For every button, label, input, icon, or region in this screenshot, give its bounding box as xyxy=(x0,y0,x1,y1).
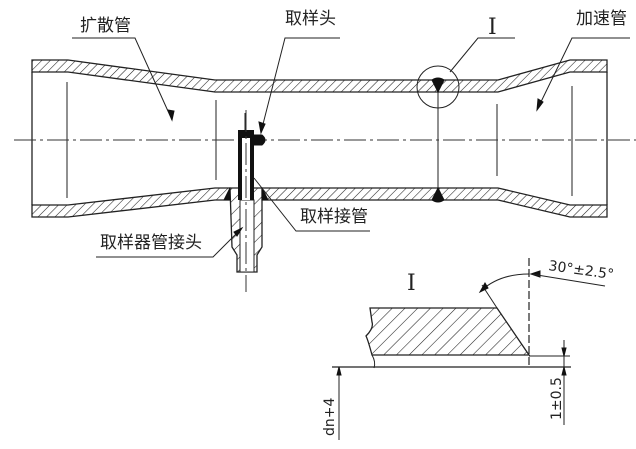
detail-view: I 30°±2.5° 1±0.5 dn+4 xyxy=(322,258,615,440)
weld-bead-bottom xyxy=(431,186,445,203)
top-wall xyxy=(31,59,608,93)
annotations: 扩散管 取样头 I 加速管 取样接管 取样器管接头 xyxy=(72,9,630,258)
arrow-sampler-fitting xyxy=(233,226,244,237)
label-diffuser: 扩散管 xyxy=(80,16,131,36)
angle-leader xyxy=(530,273,606,287)
weld-bead-top xyxy=(431,77,445,94)
fitting-weld-left xyxy=(223,187,231,201)
pipe-body xyxy=(14,59,636,218)
bottom-wall-left xyxy=(31,187,231,218)
diameter-dimension: dn+4 xyxy=(322,398,338,436)
label-sampling-head: 取样头 xyxy=(285,9,336,29)
dn-arrow xyxy=(336,366,342,376)
leader-accelerator xyxy=(537,37,630,109)
detail-title: I xyxy=(407,271,416,296)
label-sampler-fitting: 取样器管接头 xyxy=(100,233,202,253)
arrow-sampling-head xyxy=(258,121,266,135)
angle-arc xyxy=(481,273,530,291)
sampling-assembly xyxy=(223,110,269,292)
leader-detail xyxy=(449,37,515,73)
angle-arrow-left xyxy=(478,282,489,294)
label-sampling-pipe: 取样接管 xyxy=(300,207,368,227)
gap-arrow-top xyxy=(561,347,567,357)
root-gap-dimension: 1±0.5 xyxy=(549,377,565,420)
label-detail-mark: I xyxy=(488,15,497,40)
leader-sampling-pipe xyxy=(253,177,370,232)
leader-sampler-fitting xyxy=(96,229,241,258)
label-accelerator: 加速管 xyxy=(576,9,627,29)
arrow-accelerator xyxy=(536,98,544,112)
bottom-wall-right xyxy=(261,187,608,218)
gap-arrow-bottom xyxy=(561,366,567,376)
leader-sampling-head xyxy=(260,37,340,133)
angle-dimension: 30°±2.5° xyxy=(547,258,614,283)
detail-wall-section xyxy=(365,307,531,356)
leader-diffuser xyxy=(72,37,173,121)
detail-break-line xyxy=(371,354,376,369)
fitting-weld-right xyxy=(261,187,269,201)
sampling-head-nozzle xyxy=(253,134,266,146)
fitting-bore xyxy=(239,199,255,273)
detail-circle xyxy=(416,65,460,109)
arrow-diffuser xyxy=(167,109,175,122)
